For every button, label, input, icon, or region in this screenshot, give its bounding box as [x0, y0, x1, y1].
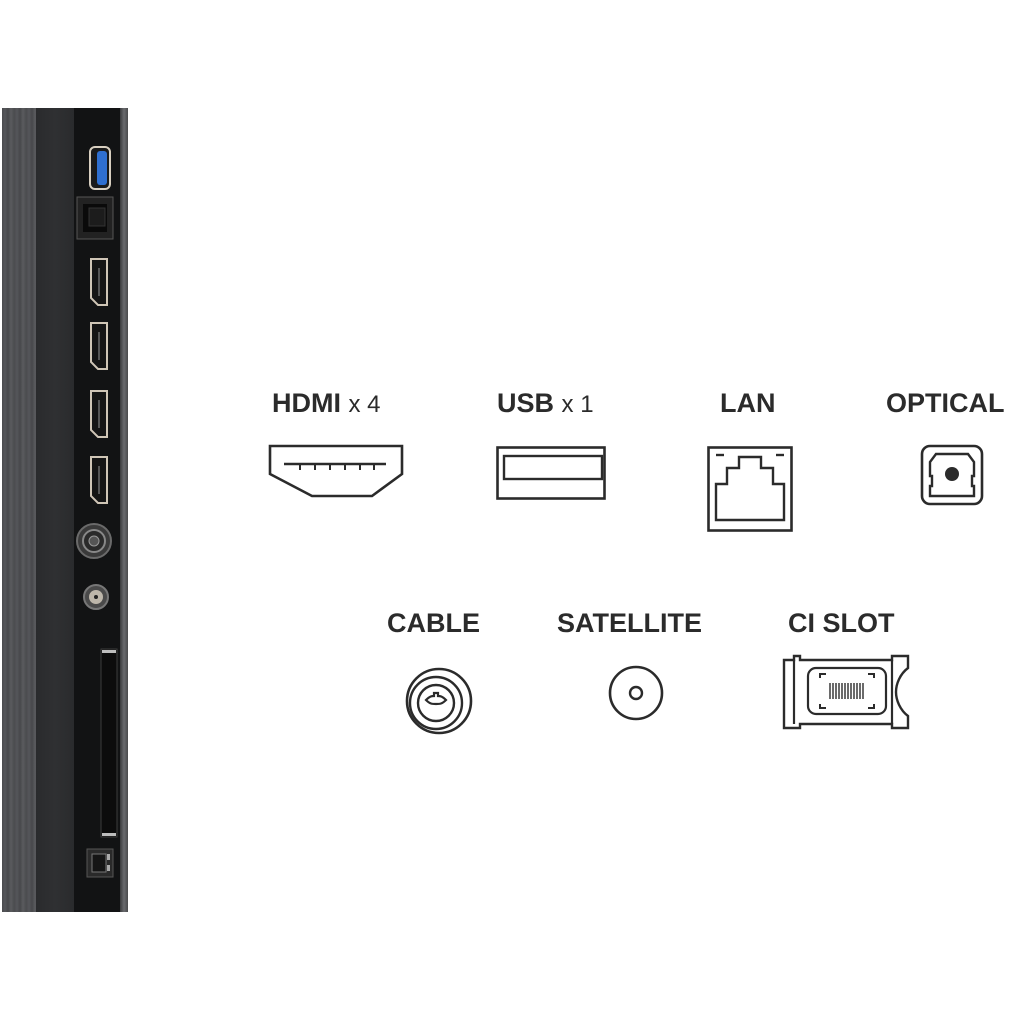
ci-slot-icon	[782, 654, 910, 730]
panel-hdmi-port-4	[90, 456, 108, 504]
label-lan: LAN	[720, 388, 776, 418]
panel-optical-port	[86, 848, 114, 878]
panel-hdmi-port-1	[90, 258, 108, 306]
usb-multiplier: x 1	[561, 391, 594, 418]
tv-side-panel	[2, 108, 128, 912]
panel-hdmi-port-2	[90, 322, 108, 370]
cable-icon	[405, 667, 473, 735]
label-ci-slot: CI SLOT	[788, 608, 895, 638]
panel-bezel-stripes	[2, 108, 36, 912]
hdmi-multiplier: x 4	[348, 391, 381, 418]
lan-icon	[707, 446, 793, 532]
panel-edge	[120, 108, 128, 912]
hdmi-icon	[268, 444, 404, 498]
label-hdmi: HDMI x 4	[272, 388, 381, 418]
label-usb: USB x 1	[497, 388, 594, 418]
label-cable: CABLE	[387, 608, 480, 638]
label-optical: OPTICAL	[886, 388, 1005, 418]
optical-icon	[920, 444, 984, 506]
panel-lan-port	[76, 196, 114, 240]
satellite-icon	[608, 665, 664, 721]
panel-satellite-port	[83, 584, 109, 610]
panel-usb-port	[89, 146, 111, 190]
panel-ci-slot	[100, 648, 118, 838]
label-satellite: SATELLITE	[557, 608, 702, 638]
panel-cable-port	[76, 523, 112, 559]
panel-hdmi-port-3	[90, 390, 108, 438]
usb-icon	[496, 446, 606, 500]
panel-back-cover	[36, 108, 74, 912]
